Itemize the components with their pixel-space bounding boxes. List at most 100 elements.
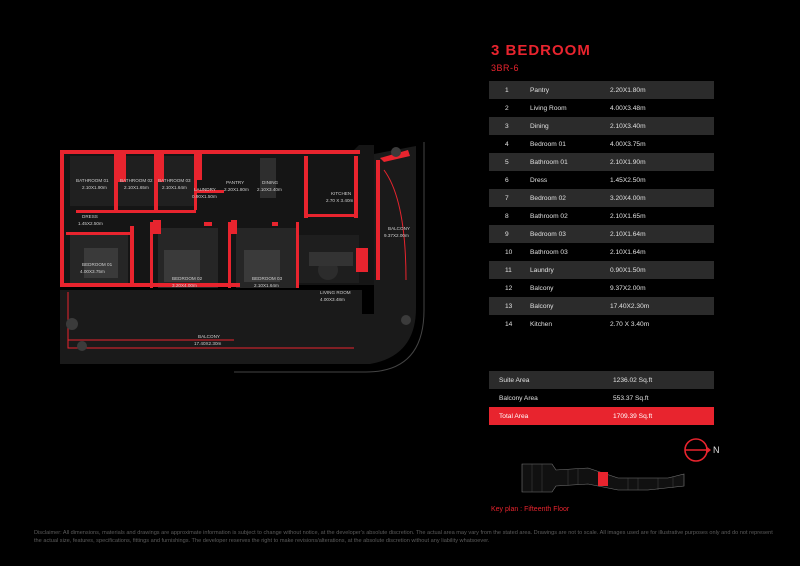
room-size: 2.10X1.65m [610, 212, 646, 220]
floor-plan: BATHROOM 01 2.10X1.90m BATHROOM 02 2.10X… [60, 142, 425, 373]
room-number: 7 [505, 194, 509, 202]
room-size: 17.40X2.30m [610, 302, 650, 310]
walls [60, 150, 410, 288]
room-number: 3 [505, 122, 509, 130]
table-row: 2 Living Room 4.00X3.48m [489, 99, 714, 117]
room-number: 8 [505, 212, 509, 220]
room-name: Bedroom 01 [530, 140, 566, 148]
label-kitchen-size: 2.70 X 3.40m [326, 198, 353, 203]
plants [66, 147, 411, 351]
bed-01 [84, 248, 118, 278]
room-name: Dining [530, 122, 549, 130]
room-number: 12 [505, 284, 513, 292]
room-size: 2.10X1.64m [610, 230, 646, 238]
label-dress: DRESS [82, 214, 98, 219]
table-row: 6 Dress 1.45X2.50m [489, 171, 714, 189]
label-bedroom02-size: 3.20X4.00m [172, 283, 197, 288]
room-name: Bathroom 01 [530, 158, 568, 166]
label-laundry-size: 0.90X1.50m [192, 194, 217, 199]
label-bedroom03: BEDROOM 03 [252, 276, 283, 281]
bathroom01-floor [70, 156, 114, 206]
room-size: 0.90X1.50m [610, 266, 646, 274]
label-bathroom02: BATHROOM 02 [120, 178, 153, 183]
bed-02 [164, 250, 200, 282]
room-size: 2.10X1.90m [610, 158, 646, 166]
room-size: 3.20X4.00m [610, 194, 646, 202]
area-row-total: Total Area 1709.39 Sq.ft [489, 407, 714, 425]
label-living-size: 4.00X3.48m [320, 297, 345, 302]
label-pantry-size: 2.20X1.80m [224, 187, 249, 192]
key-plan-units [531, 464, 674, 492]
room-number: 1 [505, 86, 509, 94]
area-label: Total Area [499, 412, 529, 420]
room-name: Pantry [530, 86, 550, 94]
room-number: 6 [505, 176, 509, 184]
table-row: 12 Balcony 9.37X2.00m [489, 279, 714, 297]
label-bathroom03-size: 2.10X1.64m [162, 185, 187, 190]
label-bathroom01: BATHROOM 01 [76, 178, 109, 183]
room-number: 9 [505, 230, 509, 238]
label-bedroom01: BEDROOM 01 [82, 262, 113, 267]
area-value: 1236.02 Sq.ft [613, 376, 653, 384]
room-size: 2.10X1.64m [610, 248, 646, 256]
room-number: 2 [505, 104, 509, 112]
north-compass-icon: N [684, 438, 720, 462]
room-size: 2.10X3.40m [610, 122, 646, 130]
room-size: 9.37X2.00m [610, 284, 646, 292]
unit-code: 3BR-6 [491, 63, 520, 73]
label-bedroom03-size: 2.10X1.64m [254, 283, 279, 288]
room-number: 13 [505, 302, 513, 310]
room-name: Living Room [530, 104, 567, 112]
area-label: Balcony Area [499, 394, 538, 402]
room-number: 11 [505, 266, 512, 274]
room-name: Bedroom 03 [530, 230, 566, 238]
label-balcony-front: BALCONY [198, 334, 220, 339]
room-size: 1.45X2.50m [610, 176, 646, 184]
room-size: 4.00X3.48m [610, 104, 646, 112]
area-row-balcony: Balcony Area 553.37 Sq.ft [489, 389, 714, 407]
label-balcony-side: BALCONY [388, 226, 410, 231]
label-kitchen: KITCHEN [331, 191, 351, 196]
key-plan-caption: Key plan : Fifteenth Floor [491, 506, 570, 513]
table-row: 11 Laundry 0.90X1.50m [489, 261, 714, 279]
label-pantry: PANTRY [226, 180, 244, 185]
room-size: 2.70 X 3.40m [610, 320, 650, 328]
room-name: Kitchen [530, 320, 552, 328]
room-number: 5 [505, 158, 509, 166]
label-bathroom03: BATHROOM 03 [158, 178, 191, 183]
balcony-front-floor [60, 290, 362, 364]
area-value: 553.37 Sq.ft [613, 394, 649, 402]
room-name: Balcony [530, 284, 554, 292]
label-balcony-front-size: 17.40X2.30m [194, 341, 222, 346]
area-value: 1709.39 Sq.ft [613, 412, 653, 420]
outer-edge-line [234, 142, 425, 373]
label-dining: DINING [262, 180, 279, 185]
room-number: 4 [505, 140, 509, 148]
room-name: Dress [530, 176, 548, 184]
label-bathroom02-size: 2.10X1.65m [124, 185, 149, 190]
room-name: Laundry [530, 266, 554, 274]
label-balcony-side-size: 9.37X2.00m [384, 233, 409, 238]
label-bedroom01-size: 4.00X3.75m [80, 269, 105, 274]
room-name: Bathroom 03 [530, 248, 568, 256]
table-row: 4 Bedroom 01 4.00X3.75m [489, 135, 714, 153]
label-bathroom01-size: 2.10X1.90m [82, 185, 107, 190]
bed-03 [244, 250, 280, 282]
label-laundry: LAUNDRY [194, 187, 216, 192]
table-row: 5 Bathroom 01 2.10X1.90m [489, 153, 714, 171]
disclaimer-text: Disclaimer: All dimensions, materials an… [34, 530, 773, 544]
label-dining-size: 2.10X3.40m [257, 187, 282, 192]
compass-label: N [713, 445, 720, 455]
railings [67, 169, 407, 349]
key-plan [521, 463, 685, 493]
label-bedroom02: BEDROOM 02 [172, 276, 203, 281]
page-title: 3 BEDROOM [491, 42, 591, 59]
room-size: 4.00X3.75m [610, 140, 646, 148]
